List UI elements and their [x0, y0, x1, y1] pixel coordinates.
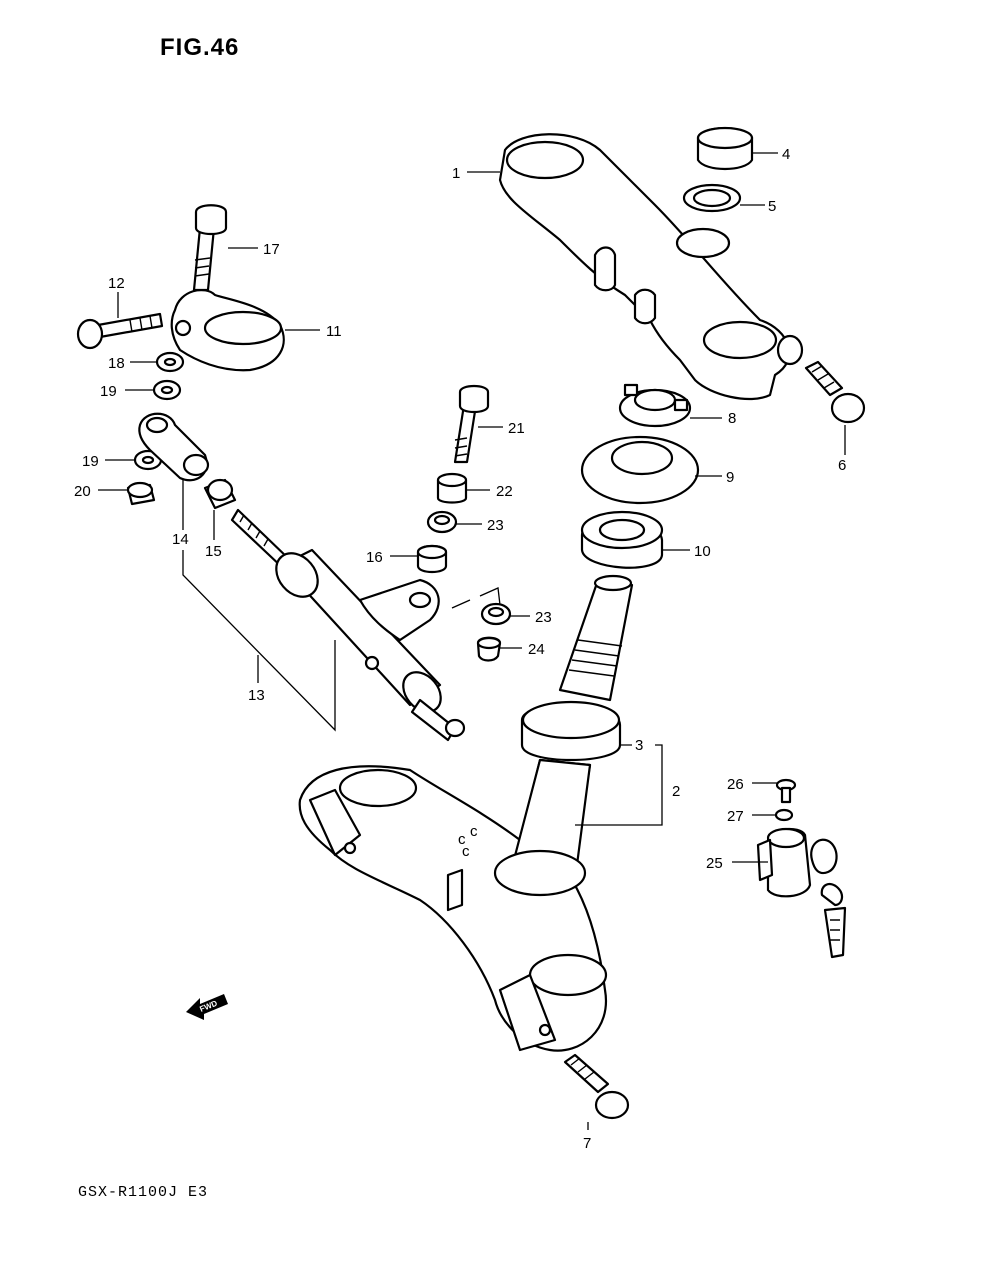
callout-18: 18 — [108, 355, 125, 372]
callout-16: 16 — [366, 549, 383, 566]
bolt-6 — [804, 360, 866, 424]
callout-8: 8 — [728, 410, 736, 427]
lower-bracket: c c c — [298, 700, 622, 1052]
callout-17: 17 — [263, 241, 280, 258]
callout-6: 6 — [838, 457, 846, 474]
nut-15 — [203, 478, 237, 510]
bolt-17 — [192, 204, 228, 292]
callout-14: 14 — [172, 531, 189, 548]
collar-22 — [436, 472, 468, 504]
washer-18 — [155, 351, 185, 373]
callout-numbers: 1 2 3 4 5 6 7 8 9 10 11 12 13 14 15 16 1… — [74, 146, 846, 1152]
svg-text:c: c — [470, 823, 478, 840]
callout-10: 10 — [694, 543, 711, 560]
callout-4: 4 — [782, 146, 790, 163]
steering-lock — [756, 827, 847, 959]
callout-23-lower: 23 — [535, 609, 552, 626]
cap — [696, 126, 754, 170]
callout-23-upper: 23 — [487, 517, 504, 534]
callout-11: 11 — [326, 323, 342, 340]
bush-16 — [416, 544, 448, 574]
callout-19-upper: 19 — [100, 383, 117, 400]
damper-bracket — [170, 288, 285, 372]
callout-22: 22 — [496, 483, 513, 500]
callout-26: 26 — [727, 776, 744, 793]
bolt-21 — [453, 384, 490, 464]
callout-12: 12 — [108, 275, 125, 292]
callout-13: 13 — [248, 687, 265, 704]
steering-stem — [558, 574, 634, 702]
callout-9: 9 — [726, 469, 734, 486]
nut-24 — [476, 636, 502, 662]
washer — [682, 183, 742, 213]
nut-20 — [126, 481, 156, 506]
svg-text:c: c — [462, 843, 470, 860]
steering-damper — [230, 508, 466, 742]
bush-23-upper — [426, 510, 458, 534]
washer-27 — [774, 808, 794, 822]
fwd-arrow-icon: FWD — [186, 994, 228, 1020]
callout-7: 7 — [583, 1135, 591, 1152]
callout-20: 20 — [74, 483, 91, 500]
callout-3: 3 — [635, 737, 643, 754]
callout-15: 15 — [205, 543, 222, 560]
dust-seal — [580, 435, 700, 505]
callout-1: 1 — [452, 165, 460, 182]
screw-26 — [775, 778, 797, 804]
upper-bracket — [498, 133, 804, 401]
callout-5: 5 — [768, 198, 776, 215]
washer-19-upper — [152, 379, 182, 401]
rod-end — [138, 412, 210, 482]
stem-nut — [618, 383, 692, 428]
callout-21: 21 — [508, 420, 525, 437]
bolt-7 — [563, 1053, 630, 1120]
callout-2: 2 — [672, 783, 680, 800]
callout-24: 24 — [528, 641, 545, 658]
callout-19-lower: 19 — [82, 453, 99, 470]
bush-23-lower — [480, 602, 512, 626]
leader-lines — [98, 152, 846, 1130]
bearing-upper — [580, 510, 664, 569]
model-code: GSX-R1100J E3 — [78, 1184, 209, 1201]
figure-title: FIG.46 — [160, 34, 240, 61]
svg-text:c: c — [458, 831, 466, 848]
washer-19-lower — [133, 449, 163, 471]
callout-25: 25 — [706, 855, 723, 872]
bolt-12 — [76, 312, 164, 350]
callout-27: 27 — [727, 808, 744, 825]
